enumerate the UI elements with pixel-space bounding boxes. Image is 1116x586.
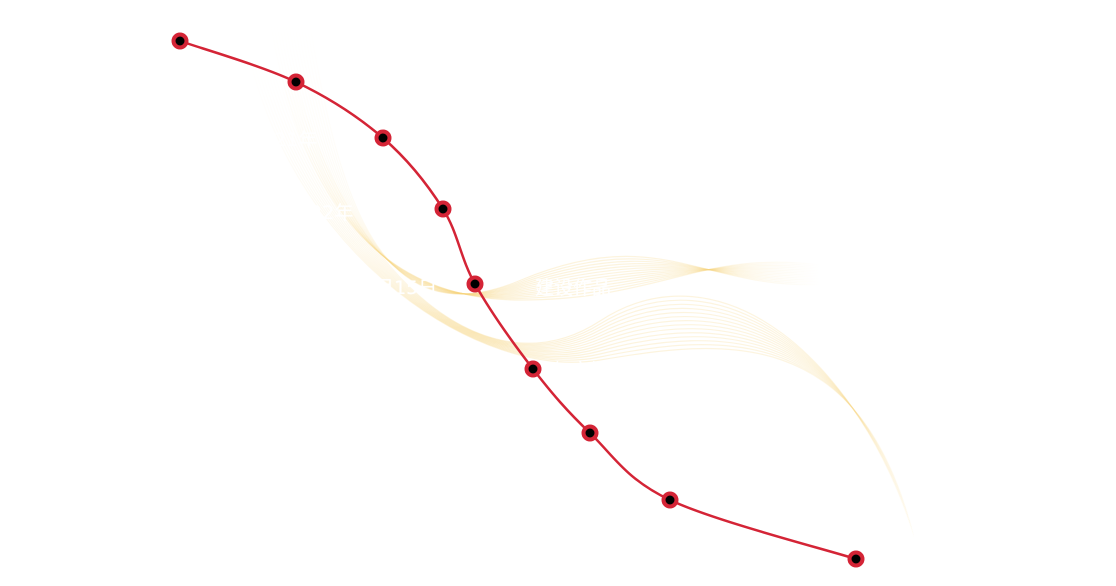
timeline-node [434,200,452,218]
ribbon-strand [299,19,821,295]
ribbon-strand [258,59,916,541]
timeline-label: 优秀 [660,424,699,446]
ribbon-strand [273,59,916,541]
timeline-label: 年4月15日 [344,277,438,299]
ribbon-strand [261,59,916,541]
ribbon-strand [270,59,916,541]
timeline-node [374,129,392,147]
timeline-label: 建设作品 [535,277,612,299]
ribbon-strand [272,19,821,300]
golden-ribbon-decoration [249,19,916,541]
timeline-label: 2021年 [250,129,318,151]
ribbon-strand [264,59,916,541]
timeline-node [847,550,865,568]
timeline-label: 2022年 [286,202,354,224]
ribbon-strand [308,19,821,295]
timeline-label: 复审授 [552,360,610,382]
ribbon-strand [288,59,916,541]
timeline-node [661,491,679,509]
timeline-label: 25日 [466,360,510,382]
ribbon-strand [249,59,916,541]
timeline-node [171,32,189,50]
ribbon-strand [269,19,821,301]
timeline-node [524,360,542,378]
ribbon-strand [267,59,916,541]
ribbon-strand [287,19,821,296]
ribbon-strand [252,59,916,541]
timeline-node [581,424,599,442]
ribbon-strand [255,59,916,541]
timeline-node [466,275,484,293]
timeline-node [287,73,305,91]
ribbon-strand [276,59,916,541]
